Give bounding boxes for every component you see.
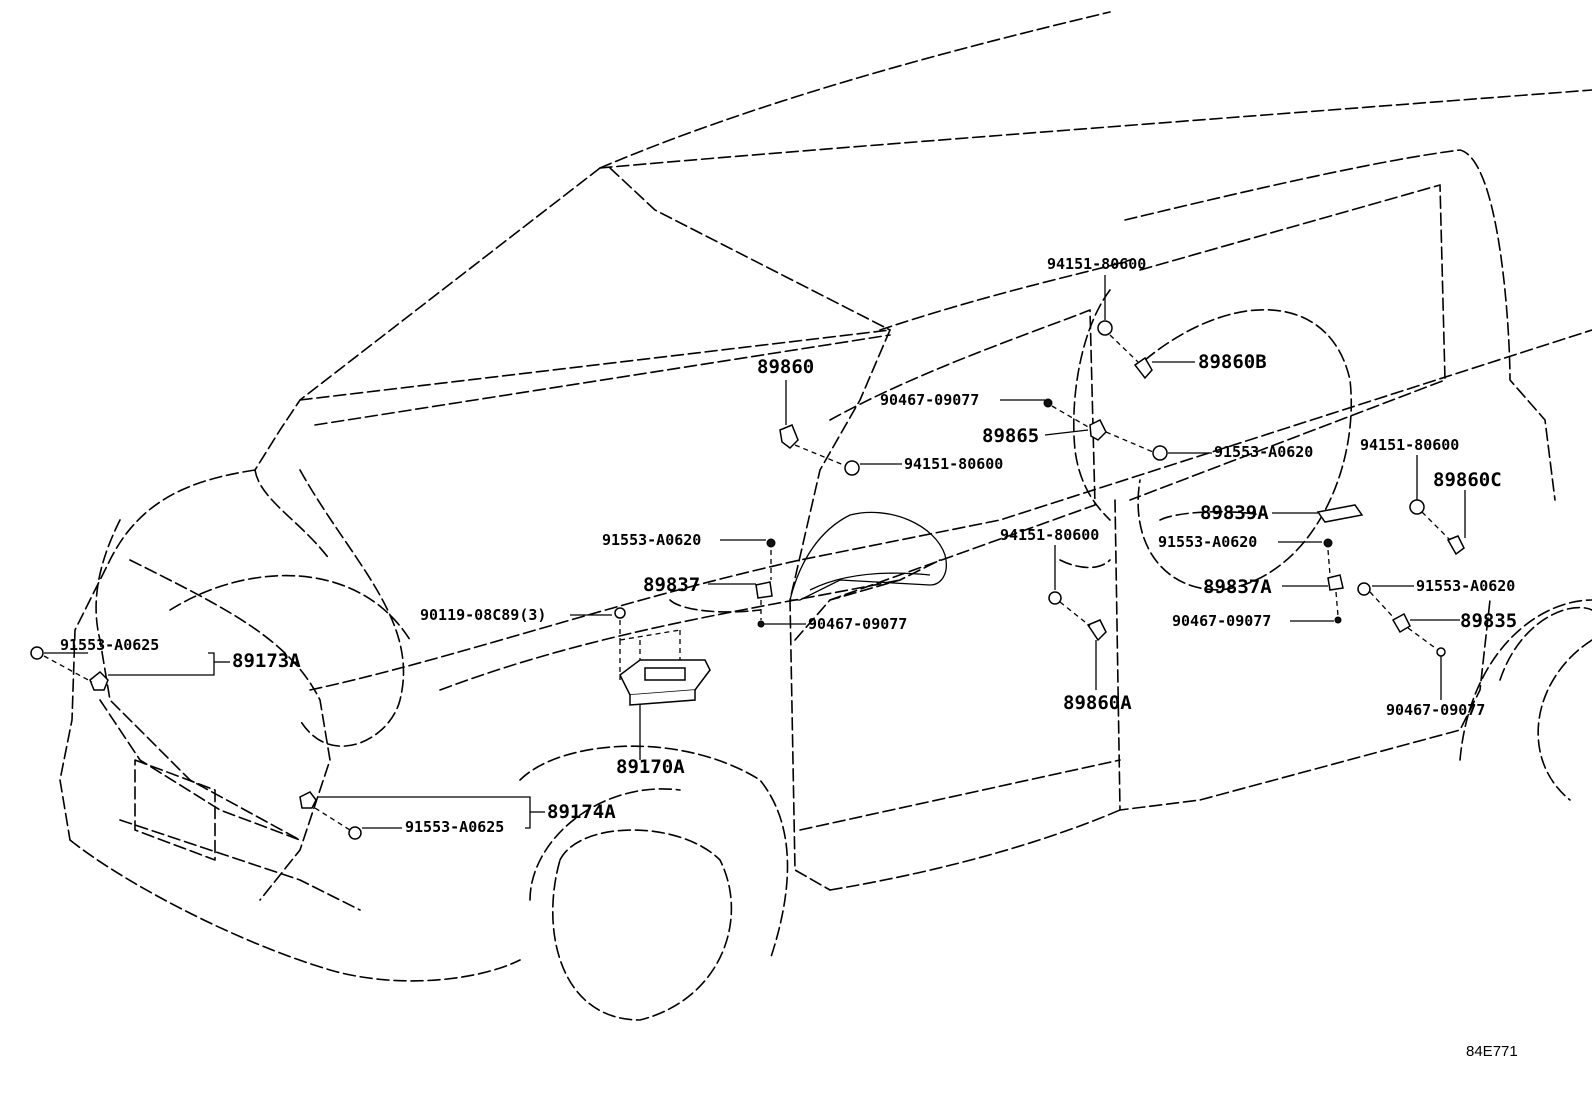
fastener-label-94151-80600-top: 94151-80600 [1047,255,1147,273]
fastener-label-90467-09077-rear: 90467-09077 [1172,612,1272,630]
fastener-label-91553-A0620-center: 91553-A0620 [602,531,702,549]
part-label-89174A: 89174A [547,801,616,823]
part-label-89865: 89865 [982,425,1040,447]
part-label-89835: 89835 [1460,610,1518,632]
part-label-89837A: 89837A [1203,576,1272,598]
fastener-label-91553-A0625-front-right: 91553-A0625 [405,818,505,836]
fastener-label-94151-80600-pillar: 94151-80600 [904,455,1004,473]
hardware-shapes [30,320,1465,840]
part-label-89860B: 89860B [1198,351,1267,373]
leader-lines [44,275,1466,829]
fastener-label-94151-80600-door: 94151-80600 [1000,526,1100,544]
part-label-89860C: 89860C [1433,469,1502,491]
fastener-label-91553-A0620-right: 91553-A0620 [1416,577,1516,595]
part-label-89860: 89860 [757,356,815,378]
fastener-label-94151-80600-rear: 94151-80600 [1360,436,1460,454]
side-mirror [789,511,947,601]
fastener-label-90467-09077-upper: 90467-09077 [880,391,980,409]
part-label-89860A: 89860A [1063,692,1132,714]
vehicle-body-outline [59,11,1592,1021]
part-label-89170A: 89170A [616,756,685,778]
part-label-89837: 89837 [643,574,701,596]
fastener-label-91553-A0625-front-left: 91553-A0625 [60,636,160,654]
fastener-label-91553-A0620-rear: 91553-A0620 [1158,533,1258,551]
fastener-label-90467-09077-right: 90467-09077 [1386,701,1486,719]
part-label-89173A: 89173A [232,650,301,672]
airbag-ecu-89170A [619,629,711,760]
fastener-label-90467-09077-center: 90467-09077 [808,615,908,633]
fastener-label-91553-A0620-bpillar: 91553-A0620 [1214,443,1314,461]
part-label-89839A: 89839A [1200,502,1269,524]
fastener-label-90119-08C89: 90119-08C89(3) [420,606,547,624]
diagram-code: 84E771 [1466,1043,1518,1060]
